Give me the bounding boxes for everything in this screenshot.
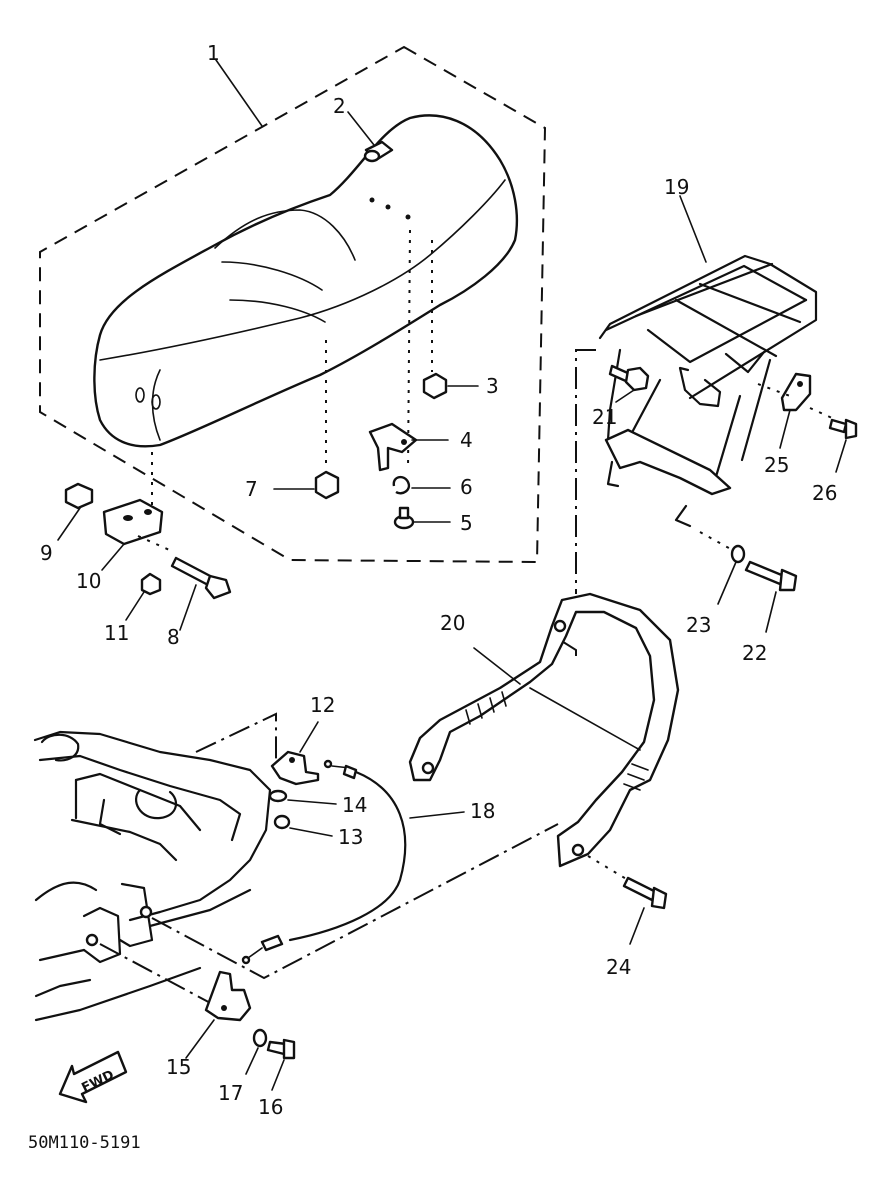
washer-17 <box>252 1028 268 1048</box>
bolt-26 <box>828 418 858 440</box>
callout-4: 4 <box>460 428 473 452</box>
callout-2: 2 <box>333 94 346 118</box>
seat <box>93 114 518 448</box>
bolt-21 <box>608 364 650 392</box>
rear-carrier <box>598 254 818 528</box>
seat-damper-7 <box>314 470 340 500</box>
lock-bracket-15 <box>204 970 252 1022</box>
forward-direction-arrow: FWD <box>58 1050 128 1104</box>
callout-19: 19 <box>664 175 689 199</box>
seat-group-boundary <box>39 45 547 564</box>
callout-24: 24 <box>606 955 631 979</box>
grab-bar <box>408 592 680 868</box>
hinge-nut-9 <box>64 482 94 510</box>
callout-3: 3 <box>486 374 499 398</box>
callout-23: 23 <box>686 613 711 637</box>
callout-16: 16 <box>258 1095 283 1119</box>
leader-2 <box>347 111 375 146</box>
screw-13 <box>273 814 291 830</box>
callout-12: 12 <box>310 693 335 717</box>
callout-25: 25 <box>764 453 789 477</box>
callout-9: 9 <box>40 541 53 565</box>
callout-14: 14 <box>342 793 367 817</box>
drawing-code: 50M110-5191 <box>28 1133 141 1153</box>
seat-lock-bracket <box>368 422 418 472</box>
hinge-bolt-8 <box>170 556 232 600</box>
assembly-line-rack <box>575 349 596 594</box>
callout-1: 1 <box>207 41 220 65</box>
callout-20: 20 <box>440 611 465 635</box>
callout-11: 11 <box>104 621 129 645</box>
hinge-bracket-10 <box>102 498 164 546</box>
callout-17: 17 <box>218 1081 243 1105</box>
callout-21: 21 <box>592 405 617 429</box>
leader-1 <box>215 59 263 127</box>
callout-7: 7 <box>245 477 258 501</box>
callout-22: 22 <box>742 641 767 665</box>
callout-15: 15 <box>166 1055 191 1079</box>
callout-6: 6 <box>460 475 473 499</box>
callout-10: 10 <box>76 569 101 593</box>
bolt-24 <box>622 876 668 910</box>
washer-14 <box>268 789 288 803</box>
seat-lock-cable <box>241 759 407 965</box>
screw-16 <box>266 1038 296 1060</box>
plate-25 <box>780 372 812 412</box>
callout-26: 26 <box>812 481 837 505</box>
seat-damper-3 <box>422 372 448 400</box>
hinge-nut-11 <box>140 572 162 596</box>
callout-8: 8 <box>167 625 180 649</box>
washer-23 <box>730 544 746 564</box>
screw-5 <box>393 506 415 530</box>
callout-5: 5 <box>460 511 473 535</box>
callout-18: 18 <box>470 799 495 823</box>
bolt-22 <box>744 560 798 592</box>
clip-6 <box>392 475 411 495</box>
seat-hinge-pin <box>363 140 394 163</box>
callout-13: 13 <box>338 825 363 849</box>
seat-lock-12 <box>270 750 320 786</box>
frame <box>33 730 272 1022</box>
